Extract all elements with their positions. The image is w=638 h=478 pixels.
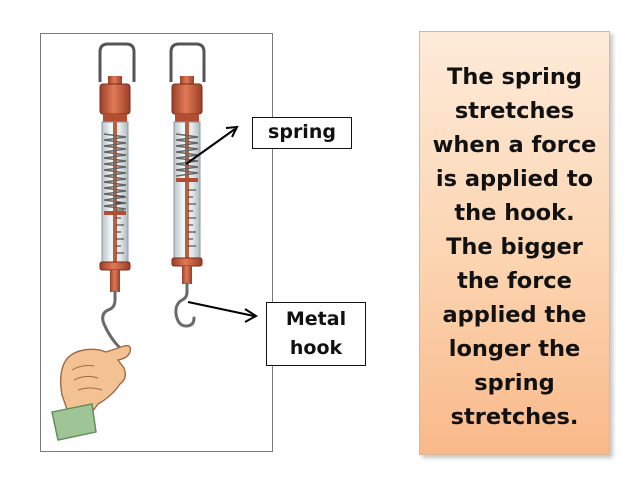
hand [51,344,132,441]
arrow-to-spring [185,125,239,165]
label-metal-hook-line1: Metal [285,308,347,330]
sleeve-cuff [51,403,97,441]
label-spring: spring [252,117,352,149]
scale-ticks-right [188,189,196,247]
label-metal-hook-line2: hook [289,337,343,359]
explanation-text: The spring stretches when a force is app… [432,64,597,430]
hook-right [174,282,196,328]
hanger-loop-left [98,42,136,82]
scale-ticks-left [116,195,124,254]
hook-left [101,290,122,350]
arrow-to-hook [187,301,258,323]
hanger-loop-right [169,42,206,82]
label-metal-hook: Metal hook [266,302,366,366]
spring-balance-right [169,42,206,328]
spring-balance-left [51,42,136,441]
explanation-panel: The spring stretches when a force is app… [419,31,610,455]
top-cap-left [108,76,122,84]
